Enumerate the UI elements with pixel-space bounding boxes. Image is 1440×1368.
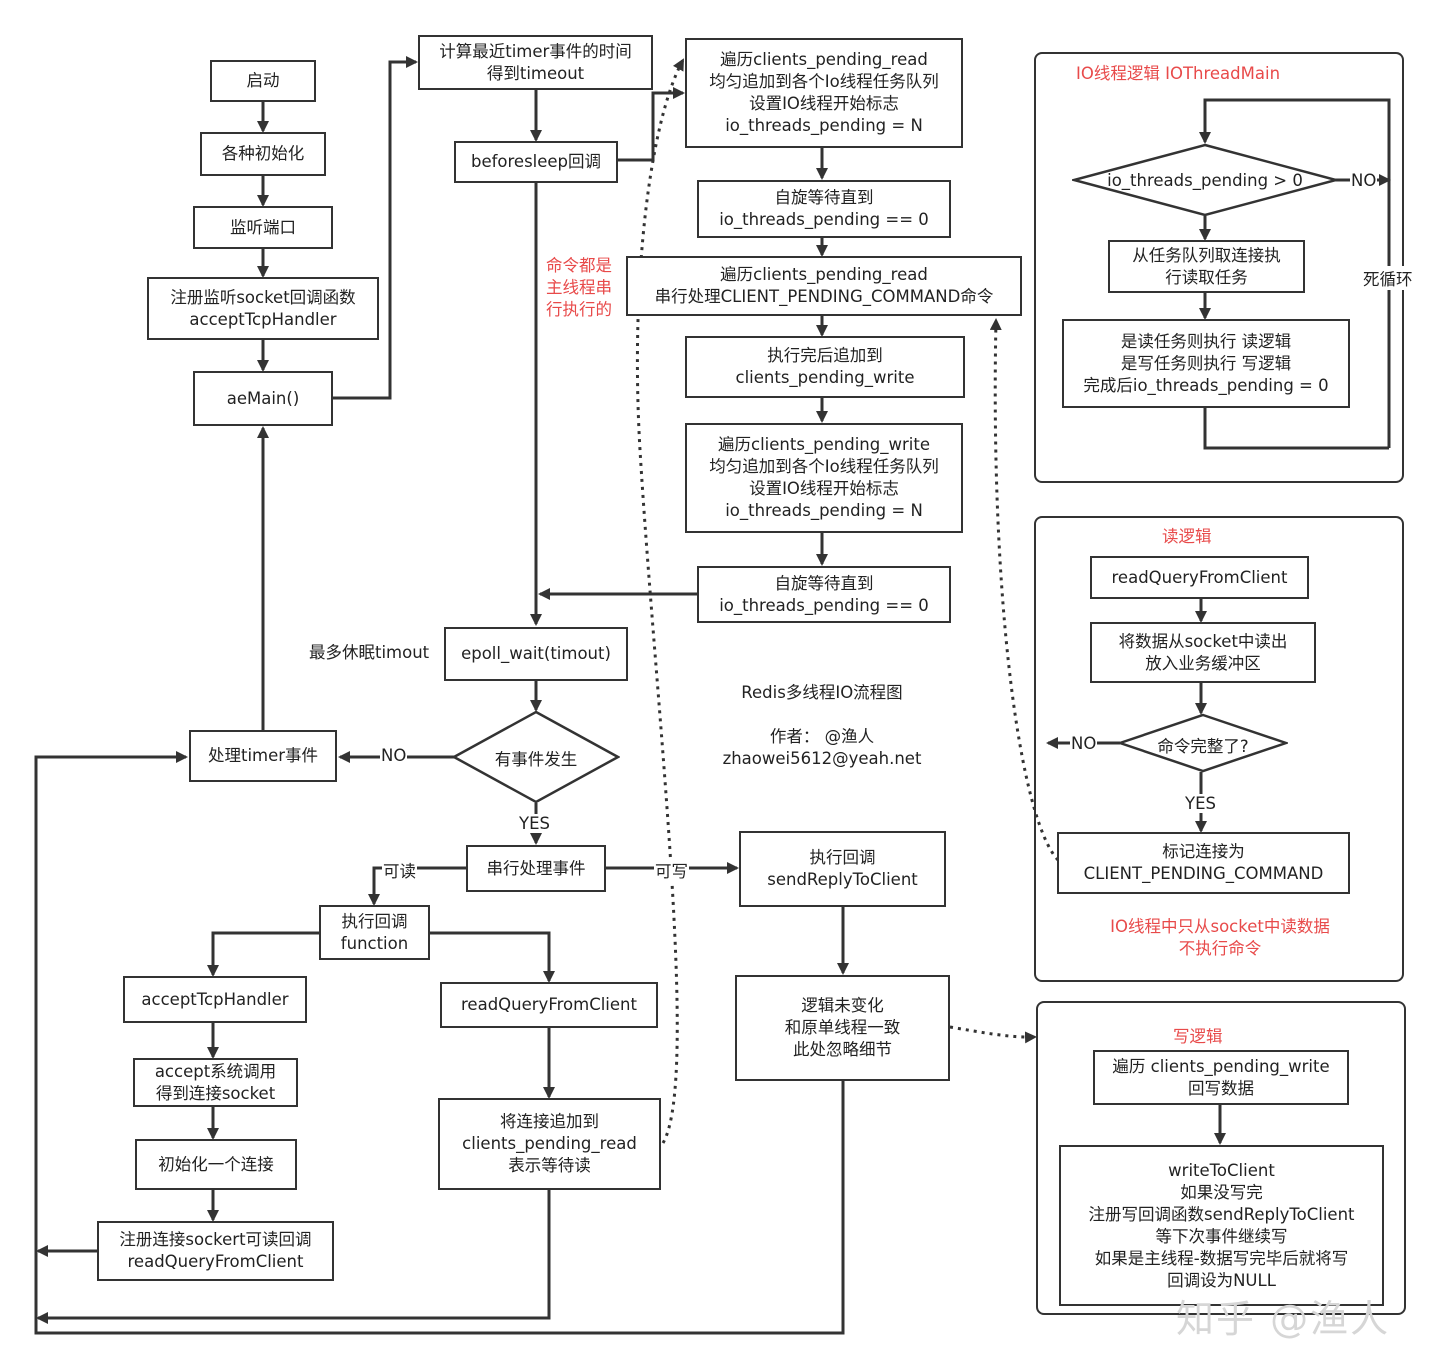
init-connection-box: 初始化一个连接 (135, 1139, 297, 1190)
init-box: 各种初始化 (200, 132, 326, 176)
readable-label: 可读 (382, 858, 417, 882)
register-read-callback-box: 注册连接sockert可读回调 readQueryFromClient (97, 1221, 334, 1281)
iterate-pending-read-box: 遍历clients_pending_read 均匀追加到各个Io线程任务队列 设… (685, 38, 963, 148)
sleep-label: 最多休眠timout (309, 643, 430, 662)
serial-event-box: 串行处理事件 (466, 845, 606, 892)
write-to-client-box: writeToClient 如果没写完 注册写回调函数sendReplyToCl… (1059, 1145, 1384, 1306)
yes-label: YES (518, 814, 551, 833)
write-logic-panel (1036, 1001, 1406, 1315)
io-pending-diamond (1072, 143, 1338, 217)
io-thread-title: IO线程逻辑 IOThreadMain (1076, 64, 1281, 83)
iterate-write-box: 遍历 clients_pending_write 回写数据 (1093, 1050, 1349, 1105)
has-event-label: 有事件发生 (494, 750, 578, 769)
io-pending-condition: io_threads_pending > 0 (1107, 171, 1303, 190)
read-no-label: NO (1070, 734, 1098, 753)
command-complete-label: 命令完整了? (1157, 737, 1249, 756)
exec-callback-box: 执行回调 function (319, 905, 430, 960)
read-yes-label: YES (1184, 794, 1217, 813)
accept-syscall-box: accept系统调用 得到连接socket (133, 1058, 298, 1107)
writable-label: 可写 (654, 858, 689, 882)
listen-port-box: 监听端口 (193, 206, 333, 249)
author-email: zhaowei5612@yeah.net (722, 749, 922, 768)
beforesleep-box: beforesleep回调 (454, 141, 618, 183)
infinite-loop-label: 死循环 (1362, 266, 1414, 290)
read-panel-note: IO线程中只从socket中读数据 不执行命令 (1110, 917, 1330, 958)
read-panel-query-box: readQueryFromClient (1090, 556, 1309, 599)
append-pending-write-box: 执行完后追加到 clients_pending_write (685, 336, 965, 398)
execute-task-box: 是读任务则执行 读逻辑 是写任务则执行 写逻辑 完成后io_threads_pe… (1062, 319, 1350, 408)
write-logic-title: 写逻辑 (1173, 1027, 1223, 1046)
io-no-label: NO (1350, 171, 1378, 190)
fetch-task-box: 从任务队列取连接执 行读取任务 (1108, 240, 1305, 293)
start-box: 启动 (210, 60, 316, 102)
epoll-wait-box: epoll_wait(timout) (444, 627, 628, 681)
read-to-buffer-box: 将数据从socket中读出 放入业务缓冲区 (1090, 622, 1316, 683)
read-logic-panel (1034, 516, 1404, 982)
spin-wait-1-box: 自旋等待直到 io_threads_pending == 0 (697, 180, 951, 238)
logic-unchanged-box: 逻辑未变化 和原单线程一致 此处忽略细节 (735, 975, 950, 1081)
command-complete-diamond (1118, 713, 1288, 773)
main-thread-note: 命令都是 主线程串 行执行的 (546, 256, 612, 319)
handle-timer-box: 处理timer事件 (189, 730, 337, 782)
spin-wait-2-box: 自旋等待直到 io_threads_pending == 0 (697, 566, 951, 623)
calc-timer-box: 计算最近timer事件的时间 得到timeout (418, 35, 653, 90)
read-query-box: readQueryFromClient (440, 982, 658, 1028)
zhihu-watermark: 知乎 @渔人 (1176, 1297, 1391, 1341)
mark-connection-box: 标记连接为 CLIENT_PENDING_COMMAND (1057, 832, 1350, 894)
register-accept-box: 注册监听socket回调函数 acceptTcpHandler (147, 277, 379, 340)
has-event-diamond (452, 710, 620, 804)
serial-command-box: 遍历clients_pending_read 串行处理CLIENT_PENDIN… (626, 256, 1022, 316)
iterate-pending-write-box: 遍历clients_pending_write 均匀追加到各个Io线程任务队列 … (685, 423, 963, 533)
author-line: 作者： @渔人 (769, 727, 875, 746)
aemain-box: aeMain() (193, 371, 333, 426)
no-label: NO (380, 746, 408, 765)
append-pending-read-box: 将连接追加到 clients_pending_read 表示等待读 (438, 1098, 661, 1190)
exec-send-reply-box: 执行回调 sendReplyToClient (739, 831, 946, 907)
read-logic-title: 读逻辑 (1162, 527, 1212, 546)
accept-handler-box: acceptTcpHandler (123, 976, 307, 1023)
diagram-title: Redis多线程IO流程图 (741, 683, 903, 702)
